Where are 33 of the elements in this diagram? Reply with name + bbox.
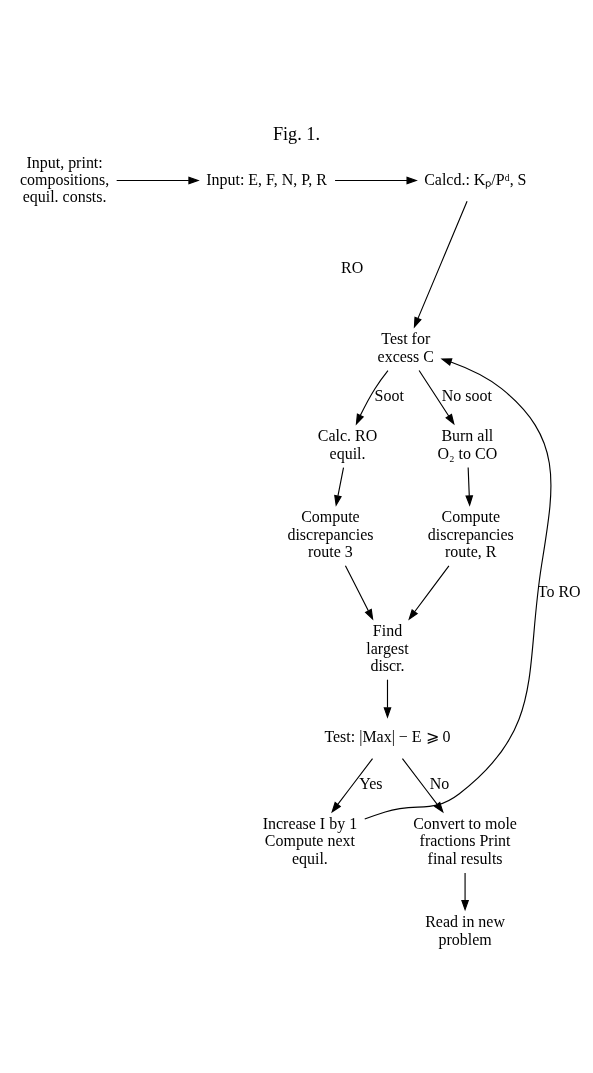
arrow — [334, 466, 345, 507]
arrow — [344, 564, 374, 621]
node-text: Burn all O₂ to CO — [437, 426, 498, 461]
node-text: Test for excess C — [377, 329, 434, 365]
arrow — [331, 757, 374, 813]
node-text: Read in new problem — [425, 912, 505, 948]
arrow — [408, 564, 450, 620]
node-text: Compute discrepancies route, R — [427, 507, 514, 560]
arrow — [461, 871, 470, 911]
edge-label: No soot — [441, 386, 492, 404]
node-text: Test: |Max| − E ⩾ 0 — [324, 727, 451, 745]
arrow — [355, 369, 389, 425]
arrow — [465, 466, 474, 507]
node-text: Compute discrepancies route 3 — [287, 507, 374, 560]
diagram-title: Fig. 1. — [272, 123, 321, 144]
edge-label: Soot — [374, 386, 404, 404]
arrow — [418, 369, 455, 425]
node-text: Convert to mole fractions Print final results — [413, 814, 517, 867]
edge-label: To RO — [537, 582, 581, 600]
edge-label: No — [429, 774, 450, 792]
node-text: Input: E, F, N, P, R — [206, 170, 327, 188]
arrow — [364, 357, 552, 819]
edge-label: Yes — [359, 774, 383, 792]
node-text: Input, print: compositions, equil. consts. — [20, 153, 110, 205]
arrow — [383, 678, 392, 719]
node-text: Find largest discr. — [366, 621, 409, 674]
arrow — [413, 200, 468, 328]
node-text: Increase I by 1 Compute next equil. — [262, 814, 358, 867]
node-text: Calcd.: Kₚ/Pᵈ, S — [424, 170, 527, 188]
node-text: Calc. RO equil. — [317, 426, 378, 461]
arrow — [116, 175, 200, 184]
arrow — [334, 175, 418, 184]
label: RO — [341, 258, 364, 276]
